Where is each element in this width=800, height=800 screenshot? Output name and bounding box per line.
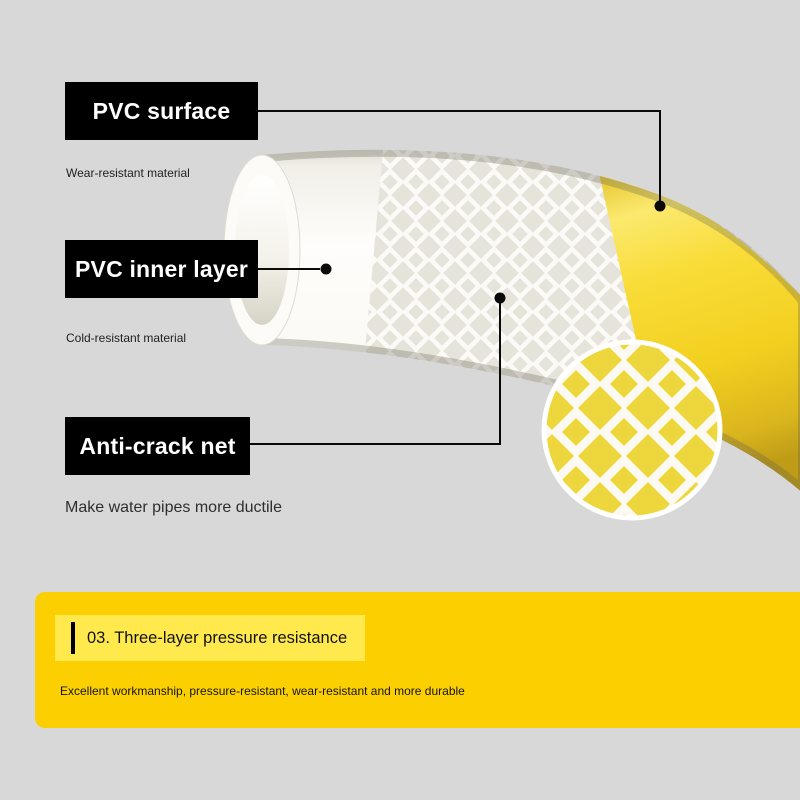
pvc-inner-layer xyxy=(224,149,800,496)
zoom-inset xyxy=(541,339,723,521)
callout-pvc-surface-label: PVC surface xyxy=(65,82,258,140)
callout-dots xyxy=(320,200,666,304)
leader-line-surface xyxy=(258,110,661,201)
zoom-inset-border xyxy=(541,339,723,521)
pvc-surface-layer xyxy=(598,168,800,495)
anti-crack-net-mesh xyxy=(350,149,800,496)
callout-lines xyxy=(250,110,661,445)
callout-pvc-surface-note: Wear-resistant material xyxy=(66,166,190,180)
hose-body xyxy=(224,149,800,496)
banner-subheading: Excellent workmanship, pressure-resistan… xyxy=(60,684,465,698)
banner-heading: 03. Three-layer pressure resistance xyxy=(87,628,348,647)
callout-anti-crack-net-note: Make water pipes more ductile xyxy=(65,499,282,516)
leader-dot-inner xyxy=(320,263,332,275)
zoom-inset-mesh xyxy=(544,342,720,518)
leader-dot-surface xyxy=(654,200,666,212)
callout-pvc-inner-layer-note: Cold-resistant material xyxy=(66,331,187,345)
callout-pvc-inner-layer-label: PVC inner layer xyxy=(65,240,258,298)
banner-highlight-strip: 03. Three-layer pressure resistance xyxy=(55,615,365,661)
leader-line-net xyxy=(250,303,501,445)
leader-dot-net xyxy=(494,292,506,304)
feature-banner: 03. Three-layer pressure resistance Exce… xyxy=(35,592,800,728)
callout-anti-crack-net-label: Anti-crack net xyxy=(65,417,250,475)
banner-accent-bar xyxy=(71,622,75,654)
hose-rim-shading xyxy=(224,149,800,496)
zoom-inset-yellow xyxy=(544,342,720,518)
